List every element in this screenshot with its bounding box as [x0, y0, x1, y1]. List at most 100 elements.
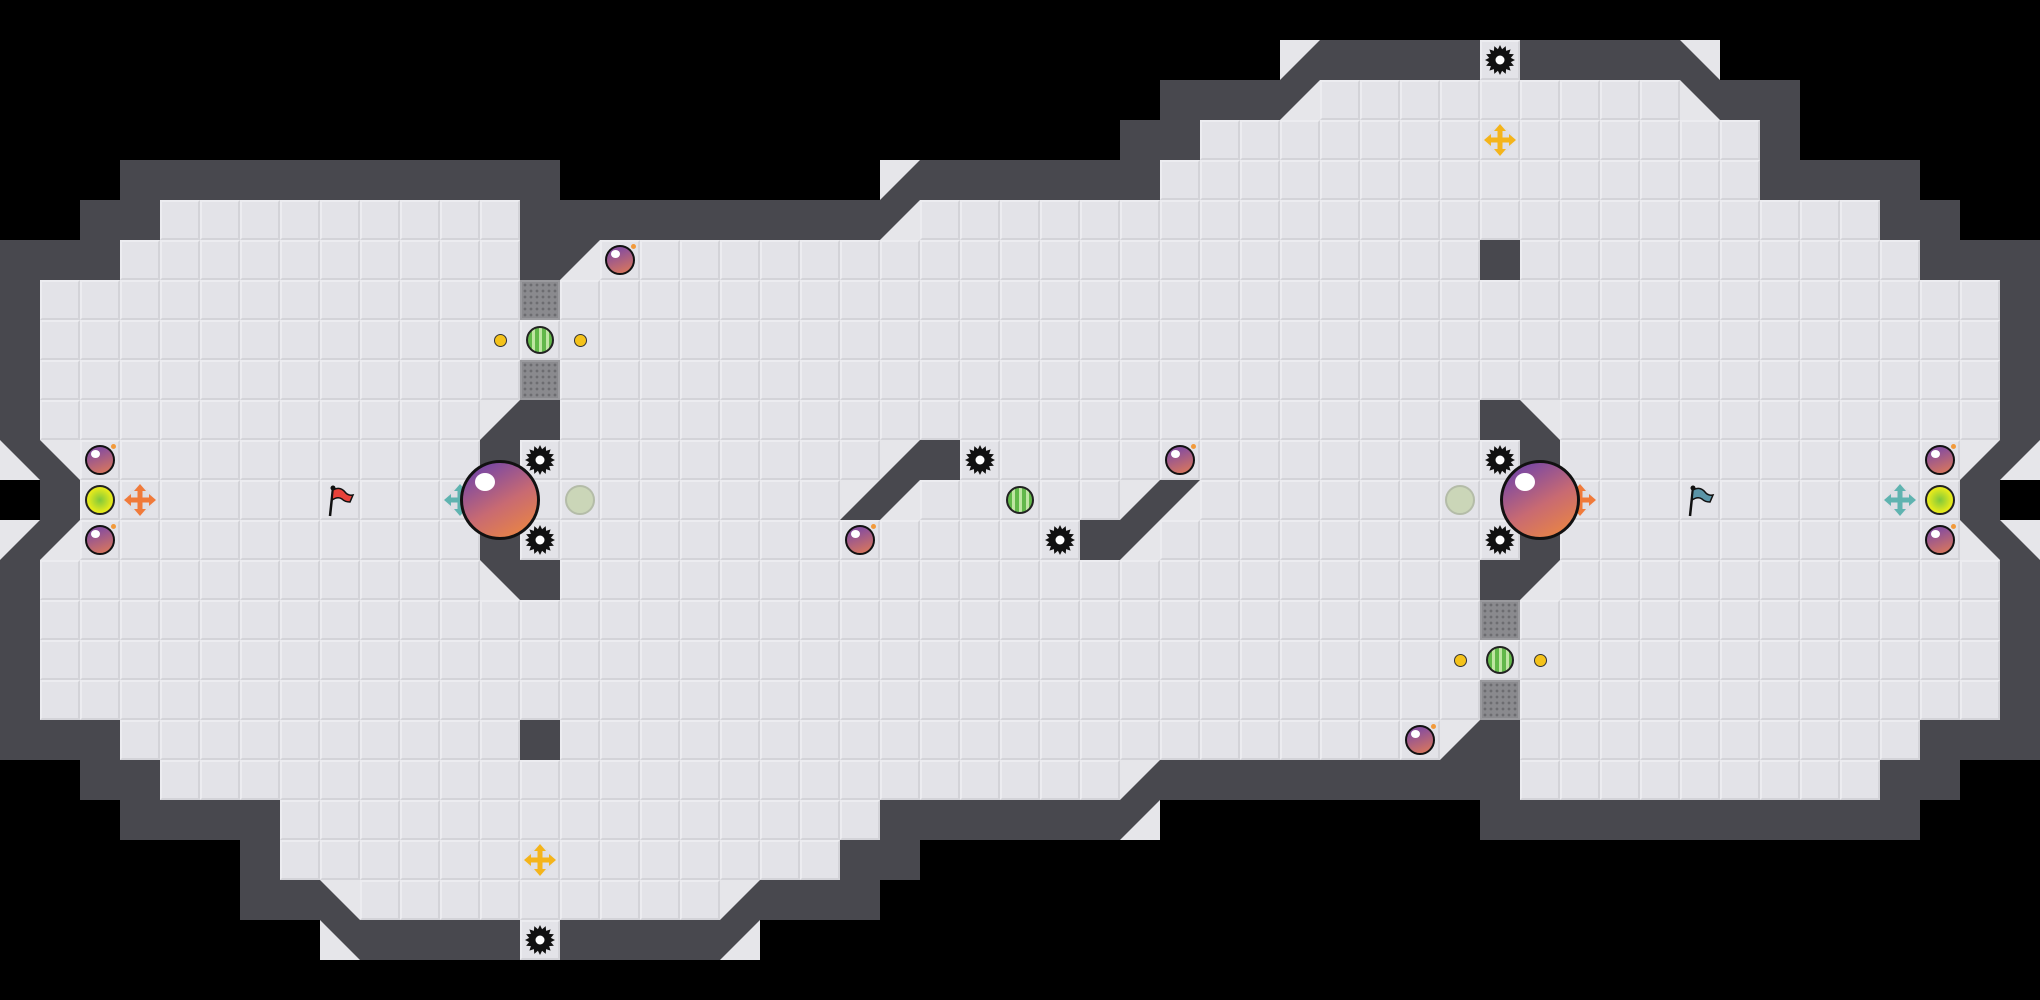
- floor-tile: [600, 640, 640, 680]
- floor-tile: [640, 880, 680, 920]
- wall-half: [320, 880, 360, 920]
- floor-tile: [1640, 200, 1680, 240]
- floor-tile: [1760, 440, 1800, 480]
- wall-tile: [80, 760, 120, 800]
- floor-tile: [760, 760, 800, 800]
- floor-tile: [160, 320, 200, 360]
- floor-tile: [80, 400, 120, 440]
- floor-tile: [920, 320, 960, 360]
- floor-tile: [1280, 480, 1320, 520]
- bomb-icon-body: [85, 524, 116, 555]
- wall-tile: [600, 920, 640, 960]
- wall-tile: [440, 920, 480, 960]
- floor-tile: [1800, 480, 1840, 520]
- floor-tile: [40, 360, 80, 400]
- floor-tile: [1680, 160, 1720, 200]
- wall-tile: [240, 880, 280, 920]
- floor-tile: [1320, 400, 1360, 440]
- floor-tile: [560, 840, 600, 880]
- floor-tile: [680, 520, 720, 560]
- floor-tile: [1760, 240, 1800, 280]
- floor-tile: [840, 400, 880, 440]
- floor-tile: [1720, 280, 1760, 320]
- floor-tile: [400, 480, 440, 520]
- floor-tile: [1360, 200, 1400, 240]
- floor-tile: [240, 480, 280, 520]
- floor-tile: [1160, 160, 1200, 200]
- wall-half: [1680, 80, 1720, 120]
- wall-tile: [2000, 600, 2040, 640]
- floor-tile: [1640, 440, 1680, 480]
- floor-tile: [640, 360, 680, 400]
- floor-tile: [600, 840, 640, 880]
- wall-tile: [1920, 760, 1960, 800]
- floor-tile: [560, 880, 600, 920]
- wall-tile: [0, 280, 40, 320]
- floor-tile: [1120, 720, 1160, 760]
- floor-tile: [1560, 200, 1600, 240]
- powerup-dot-body: [493, 333, 507, 347]
- floor-tile: [320, 320, 360, 360]
- floor-tile: [1600, 720, 1640, 760]
- floor-tile: [880, 560, 920, 600]
- bomb-icon: [840, 520, 880, 560]
- floor-tile: [880, 600, 920, 640]
- diagonal-wall-tile: [0, 440, 40, 480]
- floor-tile: [1400, 560, 1440, 600]
- floor-tile: [960, 680, 1000, 720]
- floor-tile: [1280, 240, 1320, 280]
- floor-tile: [1720, 200, 1760, 240]
- diagonal-wall-tile: [1520, 560, 1560, 600]
- floor-tile: [1960, 680, 2000, 720]
- floor-tile: [1760, 480, 1800, 520]
- floor-tile: [800, 360, 840, 400]
- floor-tile: [1960, 640, 2000, 680]
- floor-tile: [1040, 640, 1080, 680]
- floor-tile: [1760, 640, 1800, 680]
- blue-flag-icon: [1680, 480, 1720, 520]
- floor-tile: [440, 400, 480, 440]
- wall-half: [1120, 760, 1160, 800]
- wall-tile: [1440, 760, 1480, 800]
- wall-tile: [2000, 240, 2040, 280]
- floor-tile: [1080, 440, 1120, 480]
- wall-tile: [1840, 160, 1880, 200]
- floor-tile: [240, 440, 280, 480]
- floor-tile: [920, 480, 960, 520]
- floor-tile: [1120, 560, 1160, 600]
- floor-tile: [760, 280, 800, 320]
- floor-tile: [1520, 240, 1560, 280]
- floor-tile: [680, 320, 720, 360]
- floor-tile: [200, 240, 240, 280]
- floor-tile: [760, 480, 800, 520]
- floor-tile: [1680, 360, 1720, 400]
- floor-tile: [400, 320, 440, 360]
- floor-tile: [120, 320, 160, 360]
- floor-tile: [1280, 280, 1320, 320]
- wall-tile: [1560, 40, 1600, 80]
- floor-tile: [960, 720, 1000, 760]
- wall-tile: [1520, 800, 1560, 840]
- floor-tile: [1680, 600, 1720, 640]
- floor-tile: [1120, 680, 1160, 720]
- floor-tile: [760, 240, 800, 280]
- bomb-icon: [1920, 520, 1960, 560]
- floor-tile: [1720, 480, 1760, 520]
- wall-tile: [0, 320, 40, 360]
- floor-tile: [440, 880, 480, 920]
- floor-tile: [1160, 560, 1200, 600]
- floor-tile: [1440, 440, 1480, 480]
- pale-marker-body: [1445, 485, 1475, 515]
- portal-icon: [1880, 480, 1920, 520]
- floor-tile: [1840, 560, 1880, 600]
- wall-tile: [160, 800, 200, 840]
- floor-tile: [280, 720, 320, 760]
- diagonal-wall-tile: [1120, 760, 1160, 800]
- floor-tile: [1160, 680, 1200, 720]
- floor-tile: [200, 520, 240, 560]
- floor-tile: [1160, 640, 1200, 680]
- floor-tile: [920, 400, 960, 440]
- wall-half: [1960, 520, 2000, 560]
- bomb-icon-body: [1925, 444, 1956, 475]
- floor-tile: [640, 560, 680, 600]
